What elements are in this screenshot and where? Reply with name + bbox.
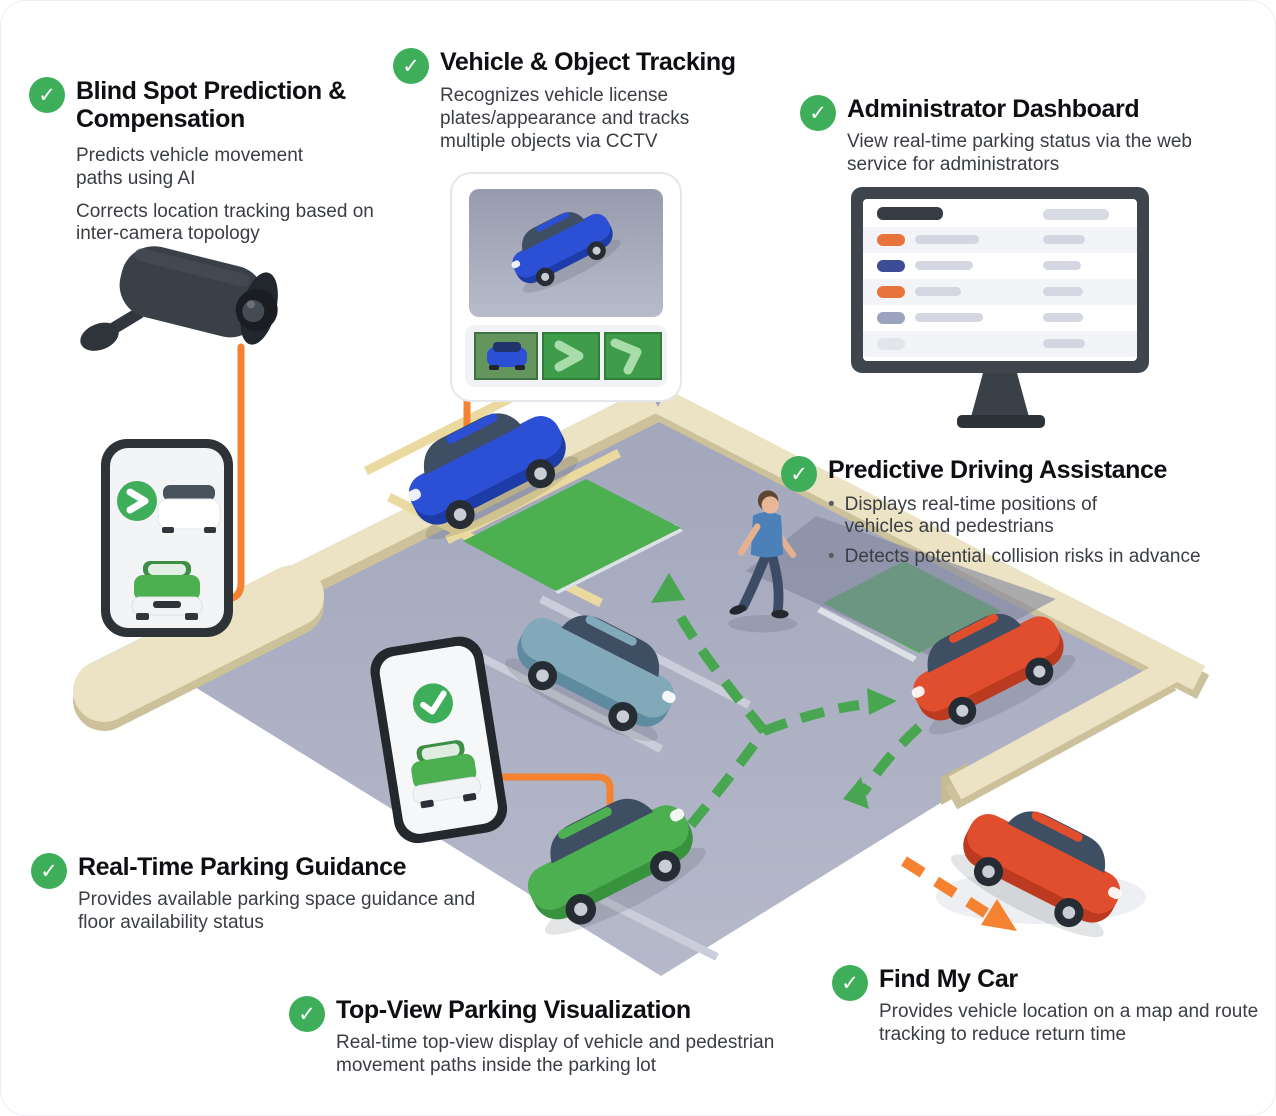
feature-predictive-driving: ✓ Predictive Driving Assistance • Displa… [781, 456, 1201, 568]
feature-realtime-parking: ✓ Real-Time Parking Guidance Provides av… [31, 853, 478, 935]
feature-description: Corrects location tracking based on inte… [76, 200, 374, 245]
curb-upper-right [654, 388, 1210, 700]
chevron-right-icon [554, 340, 584, 372]
admin-dashboard-monitor [851, 187, 1149, 428]
feature-title: Blind Spot Prediction & Compensation [76, 77, 346, 133]
vehicle-tracking-card [450, 172, 682, 402]
exit-arrow-orange [901, 856, 1017, 931]
available-space-left [463, 479, 683, 594]
spot-confirmation-phone [370, 636, 508, 844]
entrance-platform [73, 565, 324, 731]
feature-title: Predictive Driving Assistance [828, 456, 1168, 484]
feature-title: Real-Time Parking Guidance [78, 853, 407, 881]
feature-title: Vehicle & Object Tracking [440, 48, 736, 76]
check-circle-icon: ✓ [800, 95, 836, 131]
turn-path-icon [610, 338, 642, 375]
feature-description: Provides available parking space guidanc… [78, 889, 476, 933]
green-car-front [131, 561, 203, 620]
check-circle-icon: ✓ [289, 996, 325, 1032]
pedestrian [728, 490, 798, 633]
feature-title: Administrator Dashboard [847, 95, 1140, 123]
feature-find-my-car: ✓ Find My Car Provides vehicle location … [832, 965, 1259, 1047]
feature-description: View real-time parking status via the we… [847, 131, 1192, 175]
check-circle-icon: ✓ [781, 456, 817, 492]
cctv-camera [80, 246, 278, 351]
feature-description: Recognizes vehicle license plates/appear… [440, 85, 690, 152]
path-thumbnail [604, 332, 662, 380]
white-car-front [157, 485, 221, 533]
feature-bullet: • Detects potential collision risks in a… [828, 545, 1201, 567]
route-arrowheads-green [651, 573, 897, 809]
route-arrows-green [672, 608, 923, 829]
feature-admin-dashboard: ✓ Administrator Dashboard View real-time… [800, 95, 1202, 177]
feature-description: Real-time top-view display of vehicle an… [336, 1032, 775, 1076]
chevron-right-icon [126, 488, 149, 514]
curb-lower-right [941, 657, 1181, 810]
detection-thumbnail [474, 332, 538, 380]
red-car-leaving [943, 785, 1140, 950]
dashboard-rows [863, 207, 1137, 357]
spot-confirmed-badge [412, 683, 453, 724]
check-circle-icon: ✓ [832, 965, 868, 1001]
parking-guidance-phone [101, 439, 233, 637]
feature-title: Find My Car [879, 965, 1018, 993]
bullet-dot: • [828, 545, 835, 567]
feature-bullet: • Displays real-time positions of vehicl… [828, 494, 1098, 538]
feature-description: Predicts vehicle movement paths using AI [76, 145, 304, 189]
bullet-dot: • [828, 494, 835, 515]
check-circle-icon: ✓ [29, 77, 65, 113]
connector-phone-car [471, 773, 614, 817]
feature-blind-spot: ✓ Blind Spot Prediction & Compensation P… [29, 77, 376, 246]
feature-description: Provides vehicle location on a map and r… [879, 1001, 1259, 1045]
check-circle-icon: ✓ [31, 853, 67, 889]
guidance-badge [117, 481, 157, 521]
feature-vehicle-tracking: ✓ Vehicle & Object Tracking Recognizes v… [393, 48, 736, 153]
green-car-front [411, 740, 482, 809]
feature-title: Top-View Parking Visualization [336, 996, 691, 1024]
direction-thumbnail [542, 332, 600, 380]
check-circle-icon: ✓ [393, 48, 429, 84]
feature-top-view: ✓ Top-View Parking Visualization Real-ti… [289, 996, 836, 1078]
check-icon [420, 690, 447, 715]
